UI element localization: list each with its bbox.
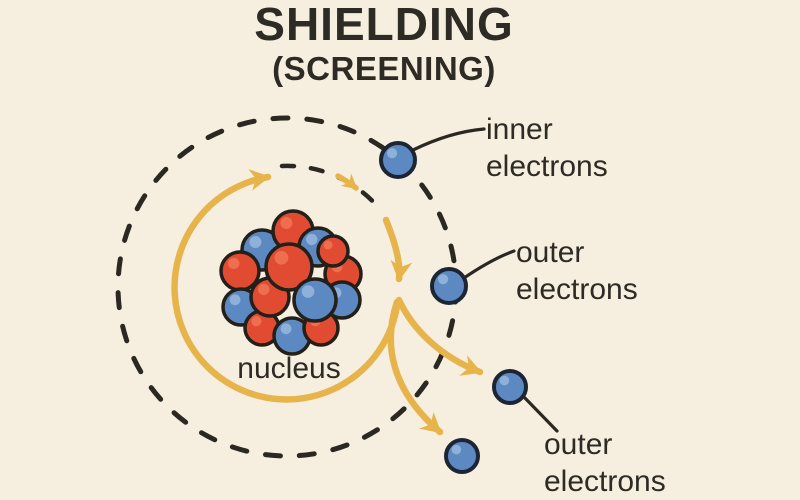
motion-arrow-small: [335, 173, 359, 191]
outer-electron-right: [492, 369, 528, 405]
sphere-highlight: [306, 233, 318, 246]
sphere-highlight: [280, 217, 293, 229]
label-nucleus: nucleus: [237, 352, 341, 385]
electron-highlight: [437, 274, 449, 285]
electrons: [379, 141, 528, 474]
ejection-arrow-right: [395, 296, 484, 376]
proton-sphere: [219, 250, 261, 292]
sphere-highlight: [323, 240, 333, 250]
sphere-highlight: [280, 323, 292, 335]
electron-highlight: [386, 148, 398, 159]
sphere-highlight: [251, 316, 262, 327]
page-subtitle: (SCREENING): [272, 50, 496, 87]
proton-sphere: [316, 234, 350, 268]
leader-line-outer-electrons-bottom: [521, 394, 559, 433]
electron-highlight: [451, 444, 462, 455]
sphere-highlight: [301, 285, 315, 298]
inner-shell-orbit-arrow: [171, 169, 401, 403]
ejection-arrow-down: [382, 216, 413, 283]
sphere-highlight: [229, 294, 241, 306]
leader-line-outer-electrons-mid: [462, 249, 516, 280]
inner-electron: [379, 141, 417, 179]
label-outer-electrons-mid: outer electrons: [516, 236, 638, 306]
sphere-highlight: [249, 236, 262, 248]
sphere-highlight: [228, 257, 240, 270]
label-inner-electrons: inner electrons: [486, 113, 608, 183]
electron-highlight: [499, 375, 510, 386]
nucleus-cluster: [219, 209, 363, 356]
ejection-arrow-diagonal: [387, 298, 444, 436]
neutron-sphere: [292, 277, 338, 323]
page-title: SHIELDING: [254, 0, 514, 50]
outer-electron-bottom: [444, 438, 480, 474]
sphere-highlight: [274, 250, 289, 265]
label-outer-electrons-bottom: outer electrons: [544, 428, 666, 498]
outer-electron-shell: [430, 267, 468, 305]
sphere-highlight: [258, 283, 270, 296]
leader-line-inner-electrons: [411, 127, 486, 152]
transition-path-dashed: [279, 163, 386, 216]
